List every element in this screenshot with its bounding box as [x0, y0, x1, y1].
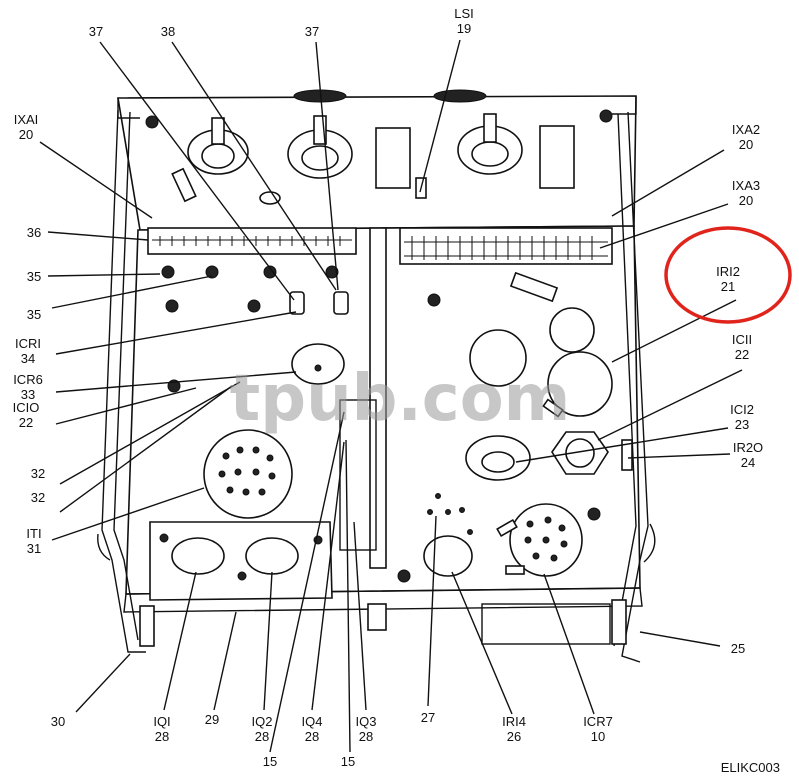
callout-1xa1: IXAI 20: [14, 112, 39, 142]
svg-text:ITI: ITI: [26, 526, 41, 541]
svg-text:IQ4: IQ4: [302, 714, 323, 729]
callout-1q1: IQI 28: [153, 714, 170, 744]
svg-text:ICR7: ICR7: [583, 714, 613, 729]
leader-lines: [39, 39, 743, 753]
callout-27: 27: [421, 710, 435, 725]
svg-text:38: 38: [161, 24, 175, 39]
svg-text:37: 37: [305, 24, 319, 39]
svg-text:IXA3: IXA3: [732, 178, 760, 193]
svg-text:ICR6: ICR6: [13, 372, 43, 387]
callout-15-left: 15: [263, 754, 277, 769]
svg-text:32: 32: [31, 466, 45, 481]
svg-text:37: 37: [89, 24, 103, 39]
callout-38: 38: [161, 24, 175, 39]
chassis-drawing: [97, 89, 656, 663]
svg-text:33: 33: [21, 387, 35, 402]
svg-text:10: 10: [591, 729, 605, 744]
svg-text:ICIO: ICIO: [13, 400, 40, 415]
svg-text:21: 21: [721, 279, 735, 294]
svg-text:32: 32: [31, 490, 45, 505]
svg-text:IRI4: IRI4: [502, 714, 526, 729]
svg-text:19: 19: [457, 21, 471, 36]
callout-35-lower: 35: [27, 307, 41, 322]
callout-1cr7: ICR7 10: [583, 714, 613, 744]
callout-15-right: 15: [341, 754, 355, 769]
callout-32-upper: 32: [31, 466, 45, 481]
callout-25: 25: [731, 641, 745, 656]
callout-37-left: 37: [89, 24, 103, 39]
callout-1r12: IRI2 21: [716, 264, 740, 294]
svg-text:36: 36: [27, 225, 41, 240]
callout-1c11: ICII 22: [732, 332, 752, 362]
svg-text:24: 24: [741, 455, 755, 470]
callout-37-right: 37: [305, 24, 319, 39]
svg-text:27: 27: [421, 710, 435, 725]
svg-text:IR2O: IR2O: [733, 440, 763, 455]
callout-1q4: IQ4 28: [302, 714, 323, 744]
svg-text:20: 20: [19, 127, 33, 142]
callout-1c10: ICIO 22: [13, 400, 40, 430]
svg-text:25: 25: [731, 641, 745, 656]
svg-text:28: 28: [155, 729, 169, 744]
callout-30: 30: [51, 714, 65, 729]
callout-1r20: IR2O 24: [733, 440, 763, 470]
callout-32-lower: 32: [31, 490, 45, 505]
svg-text:26: 26: [507, 729, 521, 744]
callout-29: 29: [205, 712, 219, 727]
highlight-circle: [664, 226, 792, 324]
svg-text:28: 28: [305, 729, 319, 744]
svg-text:15: 15: [341, 754, 355, 769]
svg-text:IQI: IQI: [153, 714, 170, 729]
callout-1xa3: IXA3 20: [732, 178, 760, 208]
svg-text:22: 22: [19, 415, 33, 430]
callout-1r14: IRI4 26: [502, 714, 526, 744]
callout-36: 36: [27, 225, 41, 240]
svg-text:ICRI: ICRI: [15, 336, 41, 351]
svg-text:15: 15: [263, 754, 277, 769]
svg-text:30: 30: [51, 714, 65, 729]
svg-text:IXAI: IXAI: [14, 112, 39, 127]
svg-text:22: 22: [735, 347, 749, 362]
callout-1cr6: ICR6 33: [13, 372, 43, 402]
svg-text:31: 31: [27, 541, 41, 556]
svg-text:IXA2: IXA2: [732, 122, 760, 137]
svg-text:29: 29: [205, 712, 219, 727]
svg-text:ICI2: ICI2: [730, 402, 754, 417]
callout-1cr1: ICRI 34: [15, 336, 41, 366]
svg-text:34: 34: [21, 351, 35, 366]
svg-text:28: 28: [255, 729, 269, 744]
watermark-text: tpub.com: [230, 362, 571, 436]
callout-1q3: IQ3 28: [356, 714, 377, 744]
svg-text:IRI2: IRI2: [716, 264, 740, 279]
callout-1xa2: IXA2 20: [732, 122, 760, 152]
callout-35-upper: 35: [27, 269, 41, 284]
svg-text:IQ3: IQ3: [356, 714, 377, 729]
svg-text:LSI: LSI: [454, 6, 474, 21]
svg-text:23: 23: [735, 417, 749, 432]
svg-text:35: 35: [27, 307, 41, 322]
callout-1t1: ITI 31: [26, 526, 41, 556]
svg-text:35: 35: [27, 269, 41, 284]
callout-ls1: LSI 19: [454, 6, 474, 36]
callout-1q2: IQ2 28: [252, 714, 273, 744]
svg-text:IQ2: IQ2: [252, 714, 273, 729]
svg-text:20: 20: [739, 193, 753, 208]
svg-text:20: 20: [739, 137, 753, 152]
callout-labels: 37 38 37 LSI 19 IXAI 20 IXA2 20 IXA3 20 …: [13, 6, 764, 769]
callout-1c12: ICI2 23: [730, 402, 754, 432]
figure-id: ELIKC003: [721, 760, 780, 775]
svg-text:ICII: ICII: [732, 332, 752, 347]
svg-text:28: 28: [359, 729, 373, 744]
